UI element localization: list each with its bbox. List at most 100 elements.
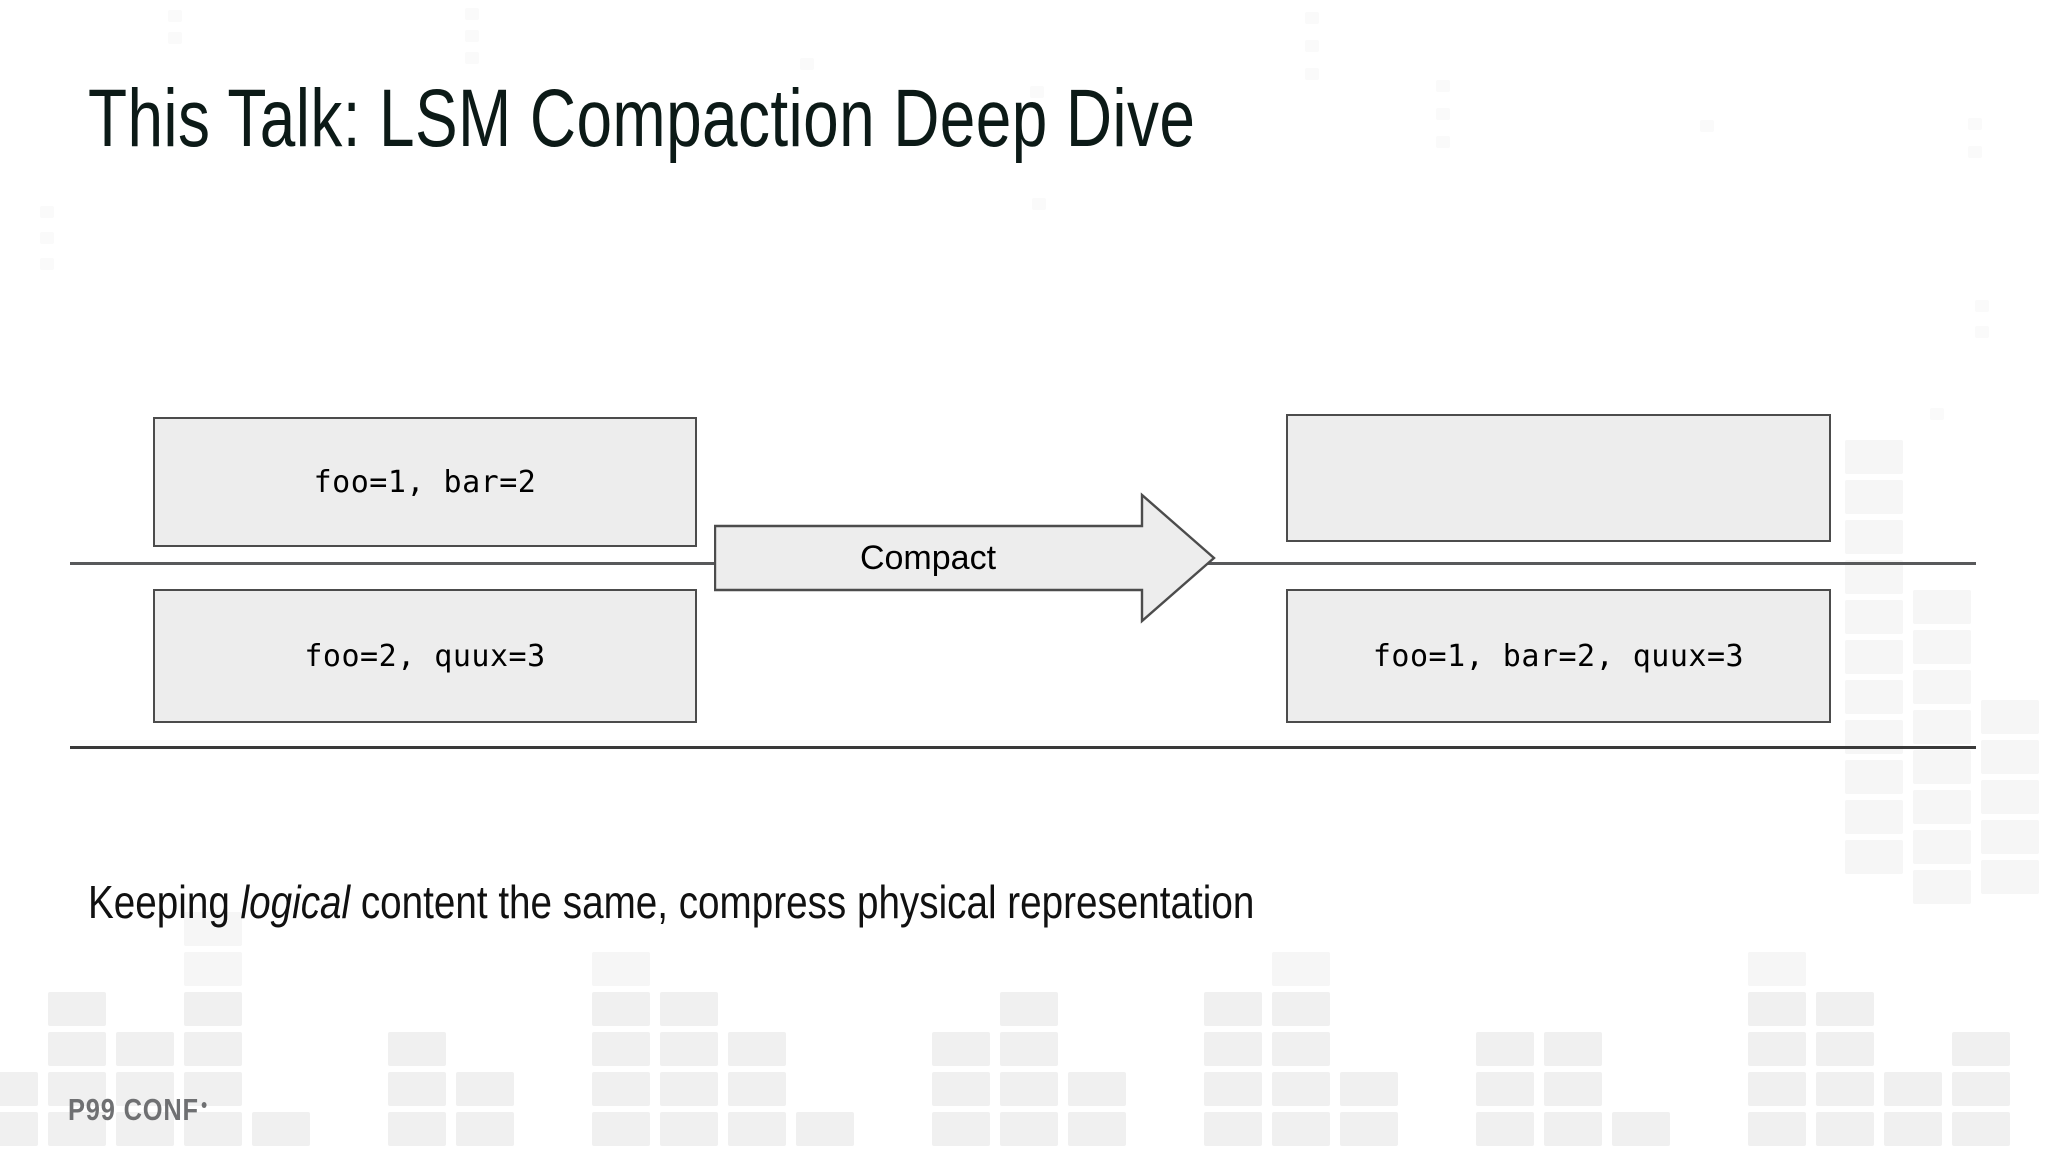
background-speck: [1305, 68, 1319, 80]
background-block: [1913, 750, 1971, 784]
background-speck: [1305, 40, 1319, 52]
compact-arrow: Compact: [714, 492, 1216, 624]
background-block: [1845, 560, 1903, 594]
background-block: [1845, 800, 1903, 834]
sstable-text-source-top: foo=1, bar=2: [313, 464, 537, 500]
background-block: [48, 1032, 106, 1066]
background-block: [1816, 1032, 1874, 1066]
background-block: [388, 1032, 446, 1066]
background-block: [1981, 820, 2039, 854]
background-block: [1000, 1072, 1058, 1106]
background-block: [796, 1112, 854, 1146]
background-block: [1748, 1032, 1806, 1066]
background-block: [1748, 1072, 1806, 1106]
background-block: [932, 1072, 990, 1106]
background-block: [1845, 520, 1903, 554]
background-block: [1340, 1072, 1398, 1106]
background-block: [1913, 590, 1971, 624]
caption-emphasis: logical: [240, 876, 351, 928]
background-block: [1204, 1112, 1262, 1146]
p99conf-logo-text: P99 CONF: [68, 1092, 199, 1127]
background-block: [1272, 1072, 1330, 1106]
background-block: [1544, 1072, 1602, 1106]
background-speck: [40, 258, 54, 270]
background-block: [1476, 1072, 1534, 1106]
background-speck: [1436, 80, 1450, 92]
background-block: [728, 1072, 786, 1106]
background-block: [592, 1032, 650, 1066]
background-block: [1544, 1032, 1602, 1066]
caption-before: Keeping: [88, 876, 241, 928]
background-block: [1476, 1112, 1534, 1146]
background-speck: [1975, 300, 1989, 312]
background-speck: [1930, 408, 1944, 420]
background-block: [932, 1032, 990, 1066]
background-block: [48, 992, 106, 1026]
p99conf-logo-dot: [201, 1102, 207, 1108]
background-block: [184, 1032, 242, 1066]
background-speck: [800, 58, 814, 70]
background-speck: [168, 32, 182, 44]
background-speck: [1032, 198, 1046, 210]
background-block: [1981, 740, 2039, 774]
background-block: [592, 1112, 650, 1146]
background-block: [660, 1032, 718, 1066]
background-speck: [1700, 120, 1714, 132]
background-block: [1476, 1032, 1534, 1066]
background-block: [1748, 952, 1806, 986]
sstable-box-source-bottom: foo=2, quux=3: [153, 589, 697, 723]
background-speck: [40, 206, 54, 218]
background-block: [1272, 1112, 1330, 1146]
caption-after: content the same, compress physical repr…: [350, 876, 1255, 928]
background-block: [1204, 1072, 1262, 1106]
background-speck: [40, 232, 54, 244]
background-block: [388, 1072, 446, 1106]
background-block: [1544, 1112, 1602, 1146]
sstable-box-source-top: foo=1, bar=2: [153, 417, 697, 547]
background-block: [1204, 1032, 1262, 1066]
page-title: This Talk: LSM Compaction Deep Dive: [88, 73, 1196, 164]
background-block: [456, 1072, 514, 1106]
background-block: [1913, 630, 1971, 664]
background-block: [932, 1112, 990, 1146]
background-block: [1068, 1072, 1126, 1106]
background-block: [388, 1112, 446, 1146]
background-block: [592, 992, 650, 1026]
background-block: [252, 1112, 310, 1146]
background-block: [1845, 600, 1903, 634]
background-block: [660, 992, 718, 1026]
background-block: [184, 952, 242, 986]
background-block: [1204, 992, 1262, 1026]
background-block: [1884, 1112, 1942, 1146]
background-block: [1981, 860, 2039, 894]
background-block: [184, 992, 242, 1026]
background-block: [1845, 840, 1903, 874]
background-block: [1748, 1112, 1806, 1146]
background-block: [1068, 1112, 1126, 1146]
background-speck: [1975, 326, 1989, 338]
background-speck: [1968, 118, 1982, 130]
background-block: [592, 1072, 650, 1106]
sstable-box-destination-top: [1286, 414, 1831, 542]
sstable-box-destination-bottom: foo=1, bar=2, quux=3: [1286, 589, 1831, 723]
background-block: [1000, 992, 1058, 1026]
sstable-text-source-bottom: foo=2, quux=3: [304, 638, 546, 674]
background-block: [1612, 1112, 1670, 1146]
caption-text: Keeping logical content the same, compre…: [88, 875, 1254, 929]
background-block: [116, 1032, 174, 1066]
background-block: [1952, 1072, 2010, 1106]
background-block: [1952, 1112, 2010, 1146]
background-block: [592, 952, 650, 986]
background-block: [1272, 992, 1330, 1026]
background-block: [1816, 992, 1874, 1026]
background-block: [728, 1112, 786, 1146]
background-block: [456, 1112, 514, 1146]
background-block: [1845, 680, 1903, 714]
background-block: [1845, 480, 1903, 514]
background-block: [1913, 670, 1971, 704]
background-block: [1816, 1072, 1874, 1106]
level-divider-line-bottom: [70, 746, 1976, 749]
background-block: [1884, 1072, 1942, 1106]
p99conf-logo: P99 CONF: [68, 1092, 207, 1128]
